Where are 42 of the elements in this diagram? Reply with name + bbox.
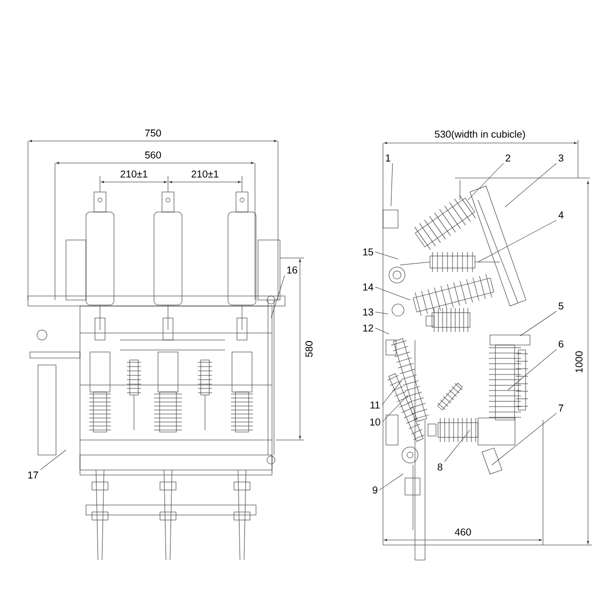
dimension-label: 560 [144, 150, 162, 160]
callout-number: 15 [360, 247, 376, 257]
dimension-label: 530(width in cubicle) [433, 129, 527, 141]
leader-line [468, 163, 504, 200]
callout-number: 17 [26, 470, 40, 480]
leader-line [444, 430, 470, 462]
leader-line [379, 474, 404, 490]
leader-line [375, 312, 388, 314]
callout-number: 8 [436, 462, 444, 472]
leader-line [504, 163, 557, 208]
callout-number: 1 [384, 153, 392, 163]
dimension-label: 750 [144, 128, 162, 138]
leader-line [382, 394, 408, 422]
callout-number: 14 [360, 282, 376, 292]
callout-number: 10 [368, 416, 382, 428]
leader-line [270, 275, 285, 318]
callout-number: 9 [370, 484, 380, 496]
leader-line [40, 450, 66, 470]
callout-number: 6 [556, 338, 566, 350]
leader-line [375, 252, 398, 260]
callout-number: 11 [368, 400, 382, 410]
dimension-label: 210±1 [119, 169, 149, 179]
leader-line [478, 220, 557, 262]
dimension-label: 210±1 [190, 169, 220, 179]
leader-line [390, 162, 393, 206]
callout-number: 3 [556, 152, 566, 164]
leader-line [375, 328, 390, 334]
callout-number: 7 [556, 403, 566, 413]
leader-line [382, 380, 402, 406]
callout-number: 12 [360, 323, 376, 333]
leader-line [492, 412, 557, 466]
dimension-label: 1000 [574, 350, 584, 374]
callout-number: 16 [284, 264, 300, 276]
leader-line [508, 349, 557, 390]
callout-number: 2 [504, 153, 512, 163]
dimension-label: 580 [304, 340, 314, 358]
leader-line [375, 286, 410, 300]
callout-number: 4 [556, 210, 566, 220]
callout-number: 5 [556, 301, 566, 311]
callout-number: 13 [360, 306, 376, 318]
leader-line [520, 311, 557, 336]
dimension-label: 460 [454, 527, 472, 537]
